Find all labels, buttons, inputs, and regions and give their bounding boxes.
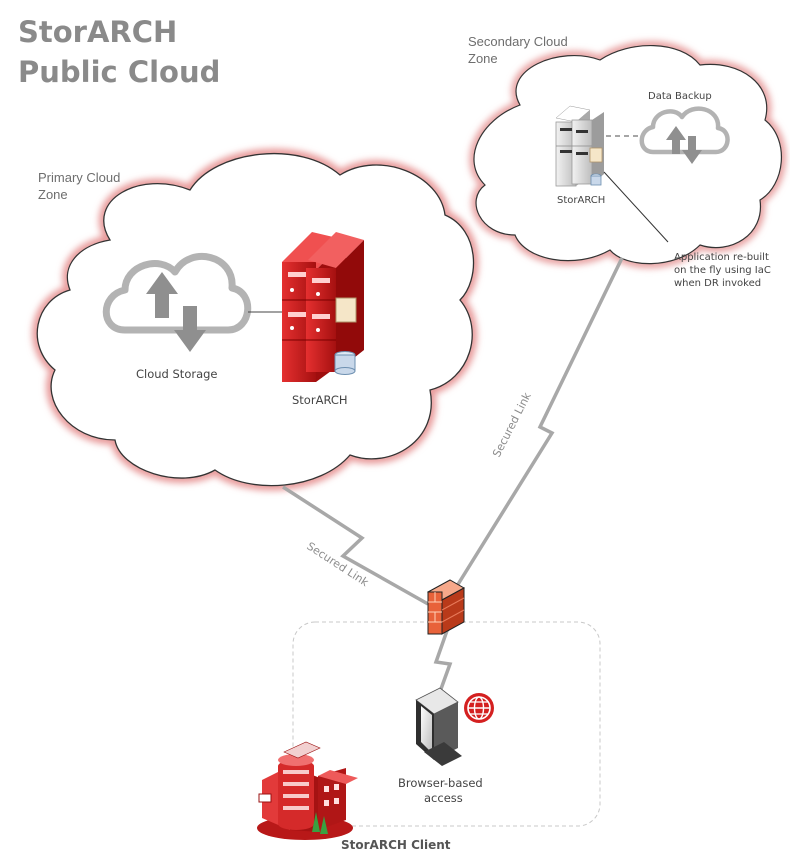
secondary-secured-link	[450, 257, 624, 595]
browser-label-line1: Browser-based	[398, 776, 483, 790]
primary-zone-label-line1: Primary Cloud	[38, 170, 120, 185]
callout-leader-line	[603, 171, 669, 243]
primary-cloud-outline	[36, 152, 475, 487]
browser-monitor-icon	[415, 687, 462, 766]
client-access-link	[433, 624, 453, 701]
secondary-zone-label-line2: Zone	[468, 51, 498, 66]
diagram-title-line1: StorARCH	[18, 15, 177, 49]
secondary-server-label: StorARCH	[557, 195, 605, 206]
cloud-storage-label: Cloud Storage	[136, 367, 218, 381]
secondary-zone-label-line1: Secondary Cloud	[468, 34, 568, 49]
cloud-storage-icon	[102, 253, 252, 352]
secondary-link-label: Secured Link	[490, 390, 534, 460]
data-backup-label: Data Backup	[648, 91, 712, 102]
primary-zone-label-line2: Zone	[38, 187, 68, 202]
callout-text-line1: Application re-built	[674, 252, 769, 263]
client-label: StorARCH Client	[341, 838, 451, 852]
secondary-cloud-zone	[469, 41, 786, 269]
secondary-storarch-server-icon	[555, 105, 604, 187]
primary-server-label: StorARCH	[292, 393, 348, 407]
primary-secured-link	[282, 485, 429, 606]
primary-storarch-server-icon	[282, 232, 364, 382]
browser-label-line2: access	[424, 791, 463, 805]
client-zone-boundary	[292, 621, 601, 827]
callout-text-line3: when DR invoked	[674, 278, 761, 289]
globe-icon	[464, 693, 494, 723]
data-backup-icon	[639, 106, 730, 164]
diagram-title-line2: Public Cloud	[18, 55, 220, 89]
firewall-icon	[426, 579, 466, 635]
secondary-cloud-outline	[473, 44, 783, 265]
client-building-icon	[257, 741, 358, 840]
callout-text-line2: on the fly using IaC	[674, 265, 771, 276]
primary-cloud-zone	[32, 148, 479, 491]
